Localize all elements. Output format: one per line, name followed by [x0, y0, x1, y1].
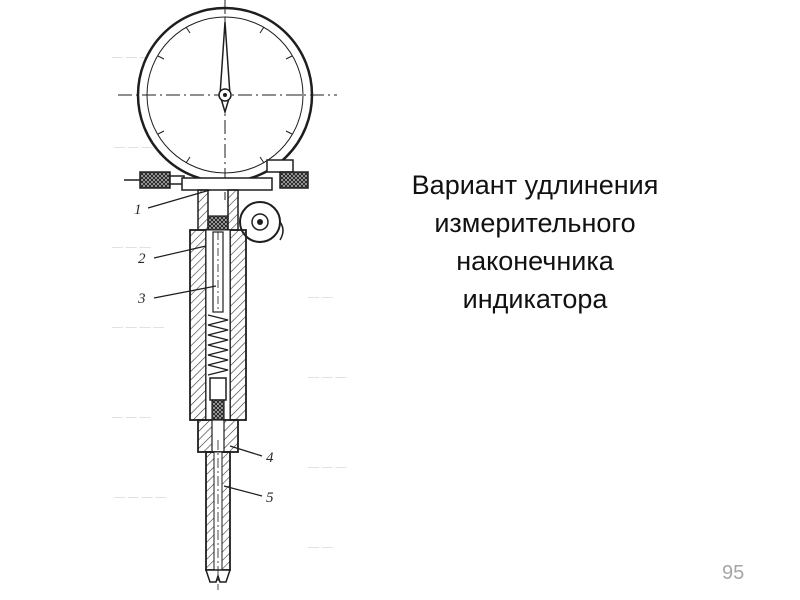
caption-line: измерительного	[434, 208, 636, 238]
part-leader-lines	[147, 189, 263, 497]
svg-text:— — —: — — —	[113, 141, 154, 153]
svg-text:— —: — —	[307, 291, 334, 303]
caption-line: индикатора	[462, 284, 608, 314]
indicator-sleeve	[197, 189, 239, 231]
indicator-drawing-svg: — — — — — — — — — — — — — — — — — — — — …	[112, 0, 348, 590]
inner-rod	[212, 231, 224, 313]
svg-text:— — —: — — —	[112, 241, 152, 253]
part-label-2: 2	[138, 251, 146, 267]
part-label-1: 1	[134, 202, 142, 218]
svg-text:— — —: — — —	[112, 411, 152, 423]
slide-number: 95	[722, 562, 745, 584]
caption-line: Вариант удлинения	[411, 170, 659, 200]
part-label-5: 5	[266, 490, 274, 506]
side-lever-wheel	[239, 201, 284, 243]
svg-text:— —: — —	[307, 541, 334, 553]
measuring-tip-extension	[204, 440, 232, 590]
svg-text:— — — —: — — — —	[112, 321, 165, 333]
indicator-technical-drawing: — — — — — — — — — — — — — — — — — — — — …	[112, 0, 348, 592]
part-label-3: 3	[137, 291, 146, 307]
dial-pointer	[218, 21, 232, 115]
return-spring	[207, 314, 229, 376]
background-scan-text: — — — — — — — — — — — — — — — — — — — — …	[112, 51, 348, 553]
left-clamp-screw	[124, 171, 185, 189]
indicator-bezel-band	[181, 177, 273, 191]
plunger-block	[209, 377, 227, 421]
slide-caption: Вариант удлинения измерительного наконеч…	[385, 166, 685, 318]
part-label-4: 4	[266, 450, 274, 466]
svg-text:— — —: — — —	[307, 461, 348, 473]
right-clamp-screw	[266, 159, 309, 189]
svg-text:— — — —: — — — —	[113, 491, 167, 503]
caption-line: наконечника	[456, 246, 614, 276]
svg-text:— — —: — — —	[307, 371, 348, 383]
